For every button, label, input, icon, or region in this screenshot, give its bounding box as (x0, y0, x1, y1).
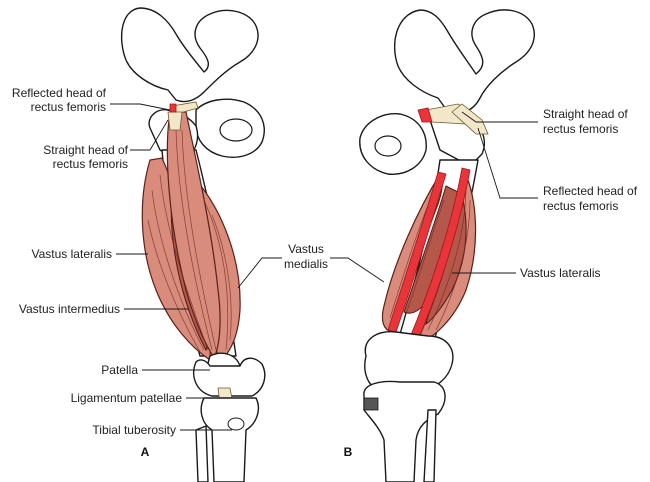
label-vastus-lateralis-b: Vastus lateralis (520, 266, 600, 280)
panel-label-a: A (141, 445, 150, 459)
label-straight-head-b-line2: rectus femoris (543, 122, 618, 136)
label-reflected-head-a-line2: rectus femoris (31, 100, 106, 114)
tendon-straight-a (167, 111, 183, 131)
femur-condyles-a (193, 357, 266, 397)
leaders-b (452, 111, 538, 274)
hip-bone-b (394, 9, 535, 114)
muscle-fibers-a (147, 129, 232, 353)
leader-vastus-medialis-a (237, 257, 282, 289)
label-reflected-head-a-line1: Reflected head of (12, 86, 107, 100)
label-tibial-tuberosity-a: Tibial tuberosity (92, 423, 176, 437)
label-vastus-lateralis-a: Vastus lateralis (32, 247, 112, 261)
label-vastus-medialis-line2: medialis (284, 257, 328, 271)
leader-vastus-medialis-b (330, 257, 385, 283)
leaders-a (110, 103, 232, 431)
label-patella-a: Patella (101, 363, 138, 377)
fibula-a (195, 425, 209, 482)
label-straight-head-b-line1: Straight head of (543, 107, 628, 121)
tendon-reflected-b (451, 103, 489, 135)
cut-reflected-a (169, 103, 177, 113)
cut-straight-b (417, 107, 433, 123)
hip-bone-a (120, 7, 259, 103)
fibula-b (423, 409, 437, 482)
panel-a-illustration (120, 7, 266, 482)
obturator-foramen-a (219, 118, 253, 142)
label-vastus-intermedius-a: Vastus intermedius (19, 302, 120, 316)
label-reflected-head-b-line2: rectus femoris (543, 199, 618, 213)
panel-b-illustration (359, 9, 535, 482)
label-straight-head-a-line1: Straight head of (43, 143, 128, 157)
label-straight-head-a-line2: rectus femoris (53, 157, 128, 171)
tibial-cut-b (363, 397, 379, 411)
label-vastus-medialis-line1: Vastus (288, 242, 324, 256)
label-reflected-head-b-line1: Reflected head of (543, 184, 638, 198)
obturator-foramen-b (374, 135, 402, 157)
panel-label-b: B (344, 445, 353, 459)
label-ligamentum-patellae-a: Ligamentum patellae (71, 391, 183, 405)
tibial-tuberosity-a (227, 417, 245, 431)
tibia-a (200, 397, 260, 482)
